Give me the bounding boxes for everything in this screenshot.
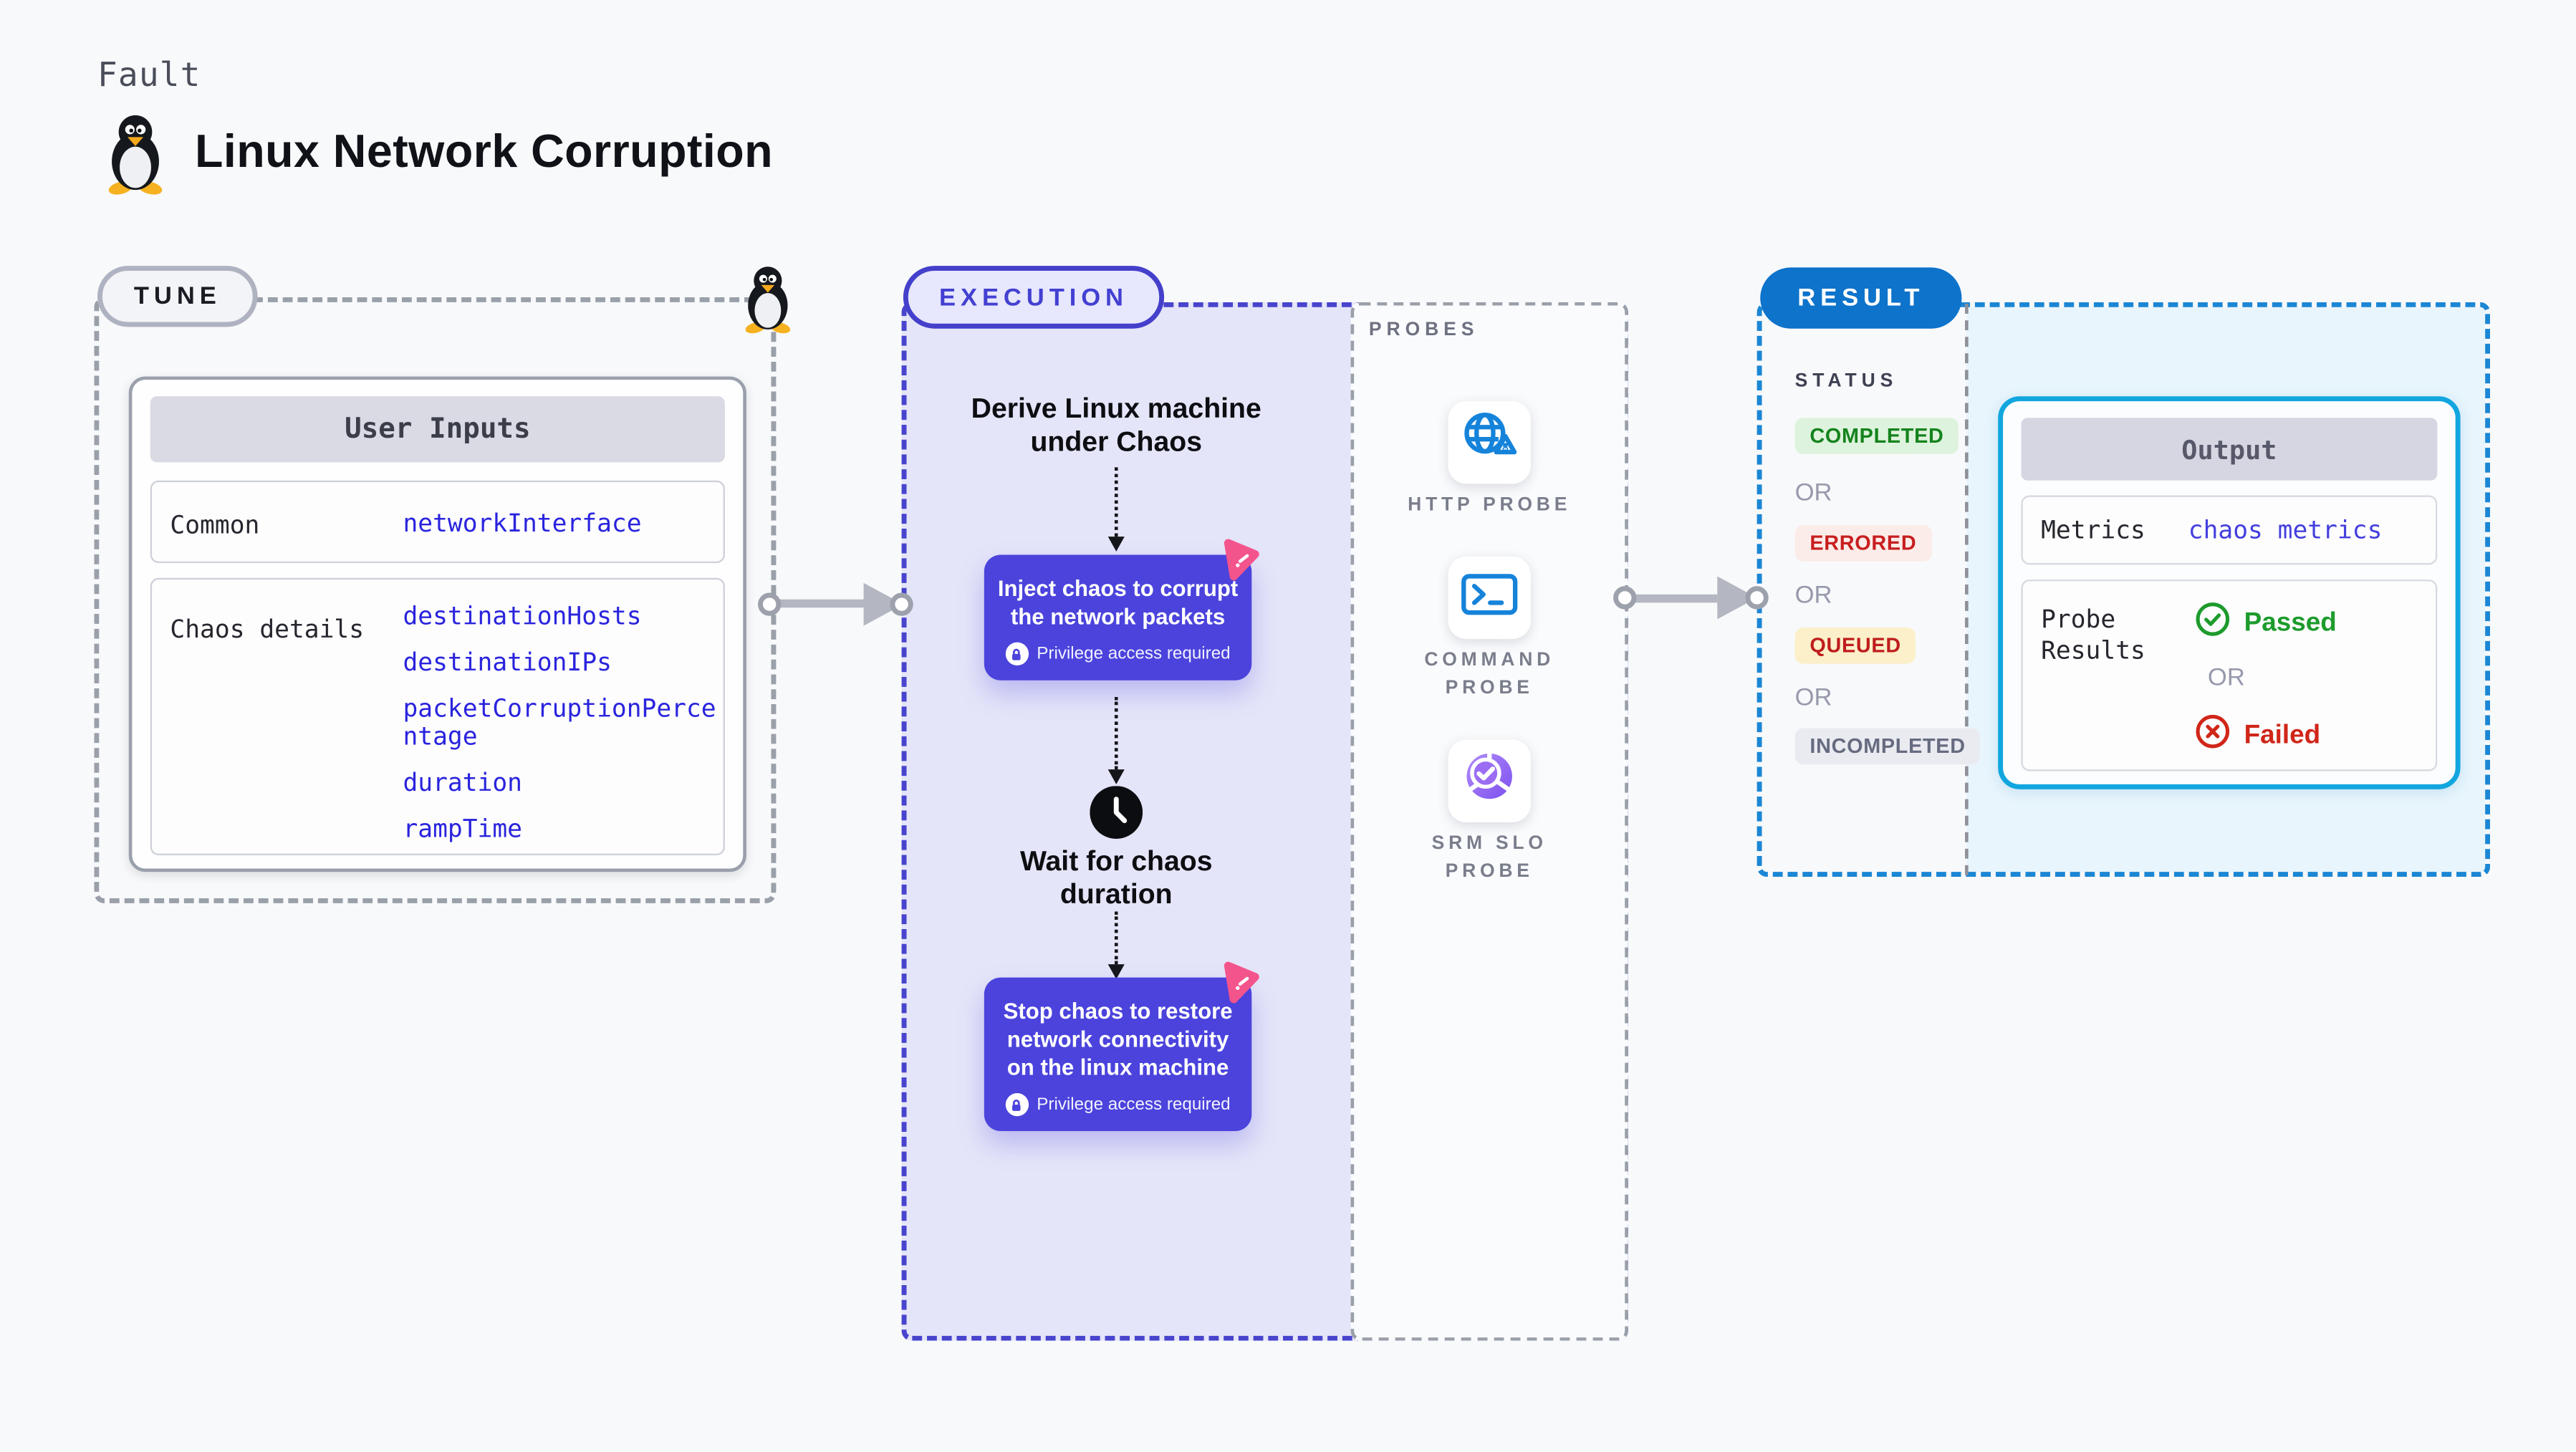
metrics-label: Metrics (2041, 514, 2145, 544)
tux-penguin-small-icon (738, 264, 797, 334)
probe-results-row: Probe Results Passed OR F (2021, 580, 2438, 771)
result-badge: RESULT (1760, 267, 1962, 329)
inject-chaos-step: Inject chaos to corrupt the network pack… (984, 554, 1252, 681)
privilege-note: Privilege access required (1037, 1095, 1231, 1115)
status-badge-completed: COMPLETED (1794, 418, 1959, 454)
connector-dot (758, 592, 782, 616)
status-label: STATUS (1794, 371, 1898, 392)
chaos-values-list: destinationHosts destinationIPs packetCo… (403, 602, 718, 862)
user-inputs-title: User Inputs (150, 396, 725, 463)
input-row-label: Chaos details (170, 614, 365, 644)
chaos-value: packetCorruptionPercentage (403, 693, 716, 751)
or-text: OR (1794, 683, 1832, 712)
chaos-value: destinationIPs (403, 647, 612, 678)
connector-dot (1613, 586, 1637, 610)
fault-eyebrow: Fault (97, 54, 201, 95)
chaos-spark-icon (1217, 537, 1261, 581)
or-text: OR (1794, 479, 1832, 507)
probe-results-label: Probe Results (2041, 604, 2145, 665)
globe-alert-icon (1453, 402, 1525, 483)
srm-slo-probe-card (1448, 739, 1531, 822)
flow-arrow (1114, 696, 1118, 770)
srm-slo-probe-label: SRM SLO PROBE (1431, 834, 1547, 882)
chaos-spark-icon (1217, 959, 1261, 1004)
clock-icon (1090, 786, 1143, 847)
failed-result: Failed (2194, 713, 2320, 758)
input-row-common: Common networkInterface (150, 480, 725, 564)
lock-icon (1005, 642, 1029, 665)
chaos-value: duration (403, 767, 522, 798)
probes-label: PROBES (1368, 320, 1479, 340)
http-probe-card (1448, 401, 1531, 484)
chaos-value: destinationHosts (403, 601, 642, 631)
execution-badge: EXECUTION (903, 266, 1165, 329)
input-row-chaos-details: Chaos details destinationHosts destinati… (150, 577, 725, 856)
failed-label: Failed (2244, 721, 2321, 749)
connector-dot (890, 592, 913, 616)
metrics-row: Metrics chaos metrics (2021, 495, 2438, 565)
flow-arrowhead (1107, 769, 1125, 784)
output-title: Output (2021, 418, 2438, 481)
output-card: Output Metrics chaos metrics Probe Resul… (1998, 396, 2461, 789)
status-badge-errored: ERRORED (1794, 525, 1932, 562)
command-probe-label: COMMAND PROBE (1424, 650, 1555, 699)
slo-donut-icon (1453, 741, 1525, 822)
passed-result: Passed (2194, 601, 2337, 645)
derive-step-title: Derive Linux machine under Chaos (971, 393, 1261, 458)
flow-arrowhead (1107, 537, 1125, 552)
flow-arrow (1114, 911, 1118, 965)
input-row-label: Common (170, 510, 260, 540)
x-circle-icon (2194, 713, 2231, 758)
result-divider (1965, 304, 1969, 875)
wait-step-title: Wait for chaos duration (1019, 845, 1213, 910)
chaos-value: rampTime (403, 814, 522, 844)
privilege-note: Privilege access required (1037, 643, 1231, 664)
inject-chaos-text: Inject chaos to corrupt the network pack… (997, 576, 1239, 630)
tune-to-execution-arrow (772, 599, 865, 608)
passed-label: Passed (2244, 608, 2337, 637)
or-text: OR (1794, 581, 1832, 610)
http-probe-label: HTTP PROBE (1408, 495, 1572, 516)
check-circle-icon (2194, 601, 2231, 645)
tux-penguin-icon (99, 112, 171, 195)
user-inputs-card: User Inputs Common networkInterface Chao… (128, 376, 746, 872)
terminal-icon (1453, 557, 1525, 638)
connector-dot (1745, 586, 1769, 610)
flow-arrowhead (1107, 964, 1125, 979)
status-badge-incompleted: INCOMPLETED (1794, 728, 1981, 765)
status-badge-queued: QUEUED (1794, 627, 1916, 664)
command-probe-card (1448, 556, 1531, 640)
flow-arrow (1114, 467, 1118, 537)
tune-badge: TUNE (97, 266, 258, 327)
execution-to-result-arrow (1625, 593, 1718, 602)
metrics-value: chaos metrics (2188, 515, 2383, 545)
or-text: OR (2207, 663, 2245, 692)
page-title: Linux Network Corruption (195, 125, 774, 177)
lock-icon (1005, 1092, 1029, 1117)
stop-chaos-step: Stop chaos to restore network connectivi… (984, 977, 1252, 1131)
input-row-value: networkInterface (403, 508, 642, 539)
stop-chaos-text: Stop chaos to restore network connectivi… (1003, 999, 1233, 1080)
